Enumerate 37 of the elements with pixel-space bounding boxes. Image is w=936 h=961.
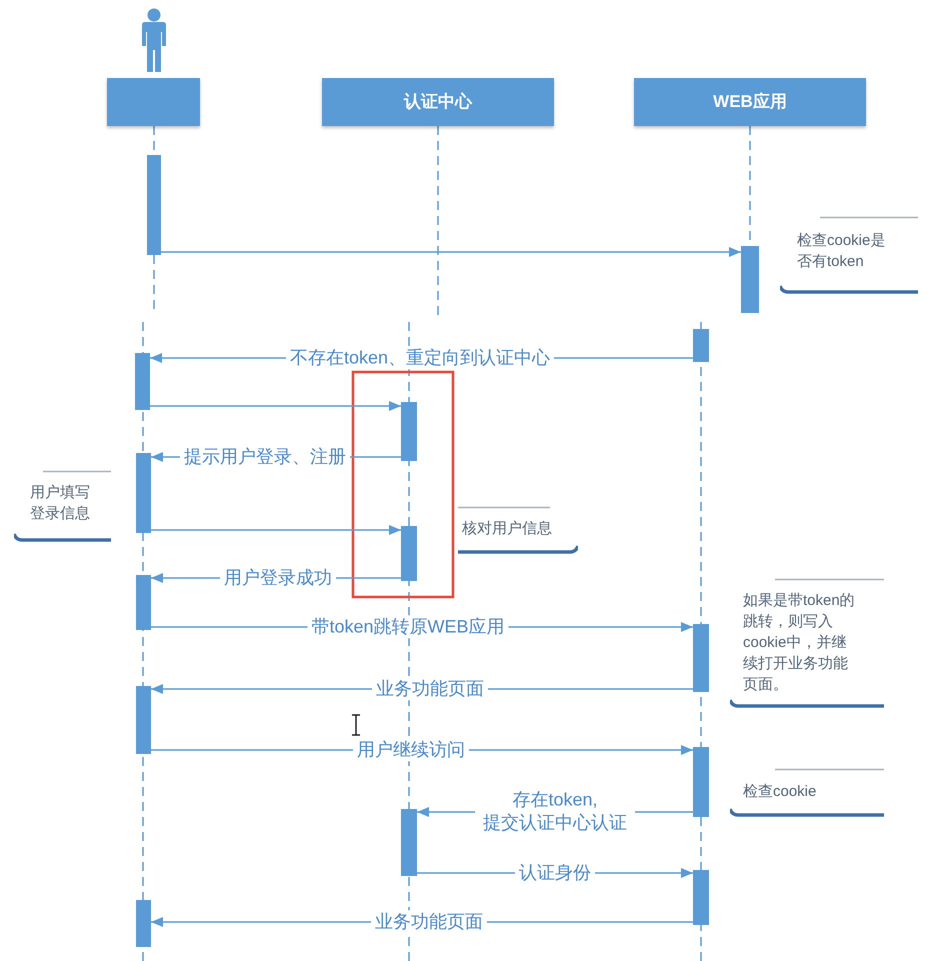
message-label: 业务功能页面 xyxy=(372,677,488,701)
message-label: 业务功能页面 xyxy=(371,910,487,934)
note-text: 如果是带token的跳转，则写入cookie中，并继续打开业务功能页面。 xyxy=(743,591,856,695)
activation-bar xyxy=(136,686,151,754)
note-text: 检查cookie xyxy=(743,782,818,802)
note-text: 用户填写登录信息 xyxy=(30,483,91,524)
note-text: 检查cookie是否有token xyxy=(797,231,886,272)
message-arrow xyxy=(151,525,401,535)
lifeline-header xyxy=(322,78,554,126)
activation-bar xyxy=(693,870,709,925)
activation-bar xyxy=(693,747,709,817)
message-label: 用户继续访问 xyxy=(353,738,469,762)
message-arrow xyxy=(161,247,741,257)
activation-bar xyxy=(136,575,151,630)
note xyxy=(458,506,578,556)
note xyxy=(780,216,918,296)
activation-bar xyxy=(693,624,709,692)
lifeline-header xyxy=(107,78,200,126)
message-label: 带token跳转原WEB应用 xyxy=(307,615,509,639)
header-title: WEB应用 xyxy=(713,91,787,113)
activation-bar xyxy=(401,526,417,581)
activation-bar xyxy=(693,329,709,362)
note xyxy=(730,768,884,819)
header-title: 认证中心 xyxy=(404,91,472,113)
note xyxy=(730,578,884,710)
message-arrow xyxy=(150,401,401,411)
activation-bar xyxy=(136,453,151,533)
note xyxy=(14,470,111,544)
activation-bar xyxy=(741,246,759,313)
activation-bar xyxy=(401,402,417,461)
activation-bar xyxy=(147,155,161,255)
activation-bar xyxy=(135,353,150,410)
activation-bar xyxy=(401,809,417,876)
message-label: 不存在token、重定向到认证中心 xyxy=(286,346,554,370)
activation-bar xyxy=(136,900,151,947)
lifeline-header xyxy=(634,78,866,126)
note-text: 核对用户信息 xyxy=(462,519,553,539)
